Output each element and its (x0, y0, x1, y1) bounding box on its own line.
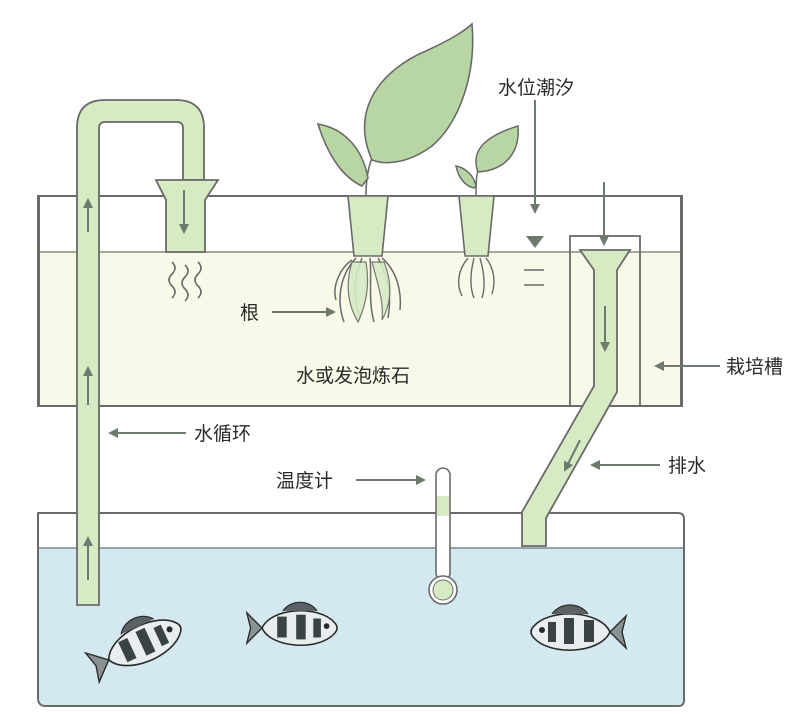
plant-icon (316, 22, 474, 324)
label-root: 根 (240, 302, 259, 324)
fish-icon (83, 615, 182, 685)
label-circulation: 水循环 (194, 423, 251, 445)
arrow-icon (83, 190, 189, 580)
arrow-icon (564, 182, 610, 472)
fish-icon (245, 601, 338, 646)
label-thermometer: 温度计 (276, 470, 333, 492)
plant-icon (455, 125, 519, 299)
fish-icon (530, 604, 628, 651)
circulation-pipe (76, 99, 220, 606)
label-medium: 水或发泡炼石 (296, 365, 410, 387)
fish-tank (37, 512, 685, 707)
label-drain: 排水 (668, 455, 706, 477)
drain-pipe (521, 249, 632, 547)
label-tide: 水位潮汐 (498, 77, 574, 99)
water-level-marker (524, 100, 544, 286)
water-flow-icon (168, 261, 202, 302)
arrow-icon (108, 307, 720, 485)
thermometer-icon (428, 467, 458, 605)
label-grow-bed: 栽培槽 (726, 356, 783, 378)
